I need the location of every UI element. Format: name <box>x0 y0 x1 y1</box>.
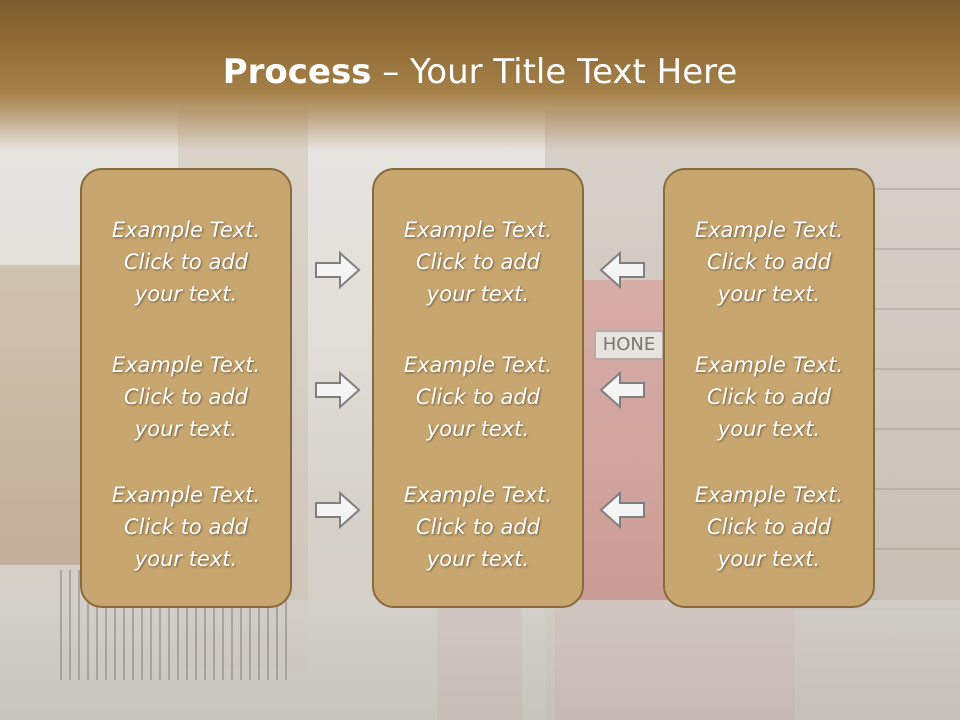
text-line: Click to add <box>123 385 248 409</box>
text-line: your text. <box>717 417 821 441</box>
panel-center[interactable]: Example Text. Click to add your text. Ex… <box>372 168 584 608</box>
text-line: Click to add <box>706 515 831 539</box>
text-line: your text. <box>134 547 238 571</box>
text-line: your text. <box>426 417 530 441</box>
background-parliament <box>0 265 95 565</box>
slide-title[interactable]: Process – Your Title Text Here <box>0 52 960 92</box>
text-line: your text. <box>717 547 821 571</box>
text-block[interactable]: Example Text. Click to add your text. <box>374 479 582 575</box>
text-line: Click to add <box>706 385 831 409</box>
background-pavement <box>0 600 960 720</box>
arrow-right-icon <box>314 250 362 290</box>
text-line: Example Text. <box>111 218 261 242</box>
title-banner <box>0 0 960 150</box>
text-line: Example Text. <box>694 353 844 377</box>
arrow-left-icon <box>598 370 646 410</box>
arrow-right-icon <box>314 490 362 530</box>
text-block[interactable]: Example Text. Click to add your text. <box>665 479 873 575</box>
panel-left[interactable]: Example Text. Click to add your text. Ex… <box>80 168 292 608</box>
text-line: Click to add <box>415 385 540 409</box>
text-line: Click to add <box>123 515 248 539</box>
background-phone-sign: HONE <box>594 330 664 360</box>
slide-title-bold: Process <box>222 52 372 92</box>
slide-title-rest: – Your Title Text Here <box>371 52 738 92</box>
text-block[interactable]: Example Text. Click to add your text. <box>665 349 873 445</box>
text-line: Example Text. <box>403 218 553 242</box>
arrow-left-icon <box>598 250 646 290</box>
text-line: your text. <box>717 282 821 306</box>
arrow-right-icon <box>314 370 362 410</box>
text-block[interactable]: Example Text. Click to add your text. <box>82 214 290 310</box>
text-line: your text. <box>426 547 530 571</box>
arrow-left-icon <box>598 490 646 530</box>
text-line: Example Text. <box>111 483 261 507</box>
text-line: your text. <box>134 417 238 441</box>
text-line: your text. <box>134 282 238 306</box>
text-line: Click to add <box>123 250 248 274</box>
text-block[interactable]: Example Text. Click to add your text. <box>82 479 290 575</box>
text-block[interactable]: Example Text. Click to add your text. <box>665 214 873 310</box>
panel-right[interactable]: Example Text. Click to add your text. Ex… <box>663 168 875 608</box>
text-line: Example Text. <box>694 218 844 242</box>
text-line: Click to add <box>706 250 831 274</box>
text-block[interactable]: Example Text. Click to add your text. <box>374 214 582 310</box>
text-block[interactable]: Example Text. Click to add your text. <box>82 349 290 445</box>
text-block[interactable]: Example Text. Click to add your text. <box>374 349 582 445</box>
text-line: Example Text. <box>403 483 553 507</box>
text-line: Example Text. <box>403 353 553 377</box>
text-line: Example Text. <box>694 483 844 507</box>
text-line: Example Text. <box>111 353 261 377</box>
text-line: Click to add <box>415 515 540 539</box>
text-line: your text. <box>426 282 530 306</box>
text-line: Click to add <box>415 250 540 274</box>
